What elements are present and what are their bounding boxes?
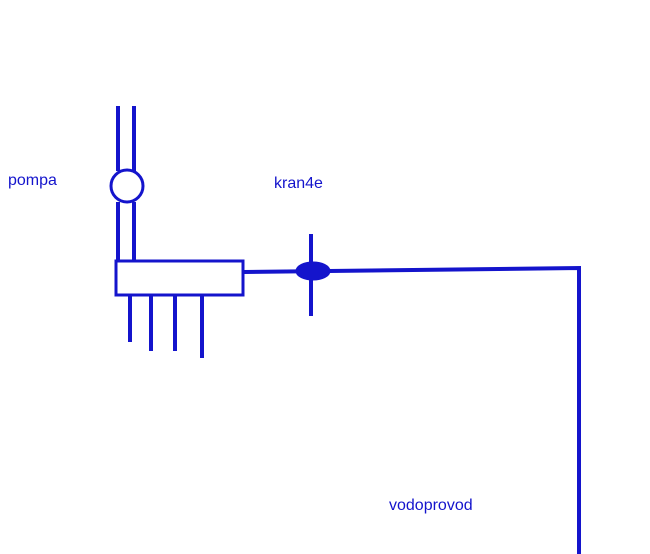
valve-symbol	[295, 234, 331, 316]
pump-symbol	[109, 106, 145, 269]
valve-label: kran4e	[274, 175, 323, 192]
valve-body	[295, 261, 331, 281]
pump-label: pompa	[8, 172, 57, 189]
pump-circle	[109, 168, 145, 204]
manifold-body	[114, 259, 245, 297]
manifold-symbol	[114, 259, 245, 358]
water-main-label: vodoprovod	[389, 497, 473, 514]
water-main-pipe	[243, 265, 581, 554]
